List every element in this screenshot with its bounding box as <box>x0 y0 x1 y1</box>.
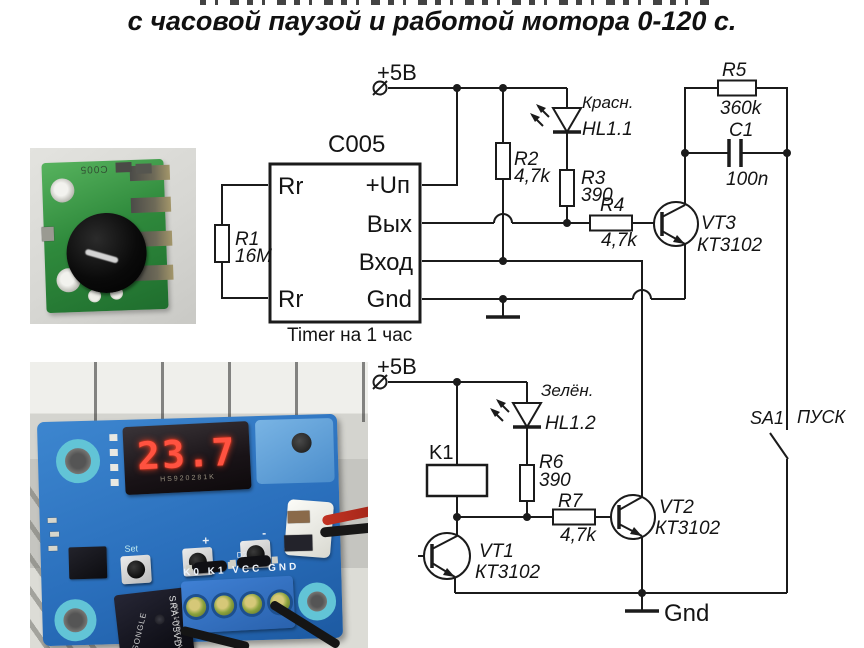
power-label-bottom: +5В <box>377 354 417 379</box>
transistor-vt3 <box>653 201 699 247</box>
r5-val: 360k <box>720 98 763 119</box>
relay-board-photo: 23.7 HS920281K Set + - SONGLE SRA-05VDC-… <box>30 362 368 648</box>
capacitor-c1 <box>727 139 743 167</box>
vt2-ref: VT2 <box>659 497 694 518</box>
transistor-vt2 <box>610 494 656 540</box>
resistor-r6 <box>519 464 535 502</box>
r4-val: 4,7k <box>601 230 638 251</box>
vt2-val: КТ3102 <box>655 518 721 539</box>
r4-ref: R4 <box>600 195 624 216</box>
r5-ref: R5 <box>722 60 747 81</box>
vt3-ref: VT3 <box>701 213 736 234</box>
resistor-r1 <box>214 224 230 263</box>
pin-in: Вход <box>359 249 413 276</box>
vt3-val: КТ3102 <box>697 235 763 256</box>
r2-val: 4,7k <box>514 166 551 187</box>
hl1-2-ref: HL1.2 <box>545 413 596 434</box>
timer-ic-box <box>268 162 422 324</box>
pin-rr-bottom: Rr <box>278 286 303 313</box>
led-hl1-2 <box>490 399 543 429</box>
light-arrow <box>530 113 540 122</box>
r7-ref: R7 <box>558 491 584 512</box>
junction-dots <box>453 84 791 597</box>
pin-out: Вых <box>367 211 412 238</box>
pin-rr-top: Rr <box>278 173 303 200</box>
pin-vcc: +Uп <box>366 172 410 199</box>
clipped-text-fragments <box>200 0 715 5</box>
sa1-label: ПУСК <box>797 407 847 427</box>
c1-val: 100n <box>726 169 768 190</box>
r6-val: 390 <box>539 470 571 491</box>
resistor-r4 <box>589 214 633 232</box>
timer-module-photo: C005 <box>30 148 196 324</box>
c1-ref: C1 <box>729 120 753 141</box>
r1-val: 16M <box>235 246 272 267</box>
ic-caption: Timer на 1 час <box>287 325 412 346</box>
light-arrow <box>490 408 500 417</box>
resistor-r7 <box>552 508 596 526</box>
resistor-r3 <box>559 169 575 207</box>
resistor-r5 <box>717 79 757 97</box>
page-title: с часовой паузой и работой мотора 0-120 … <box>127 6 737 36</box>
r1-ref: R1 <box>235 229 259 250</box>
r6-ref: R6 <box>539 452 564 473</box>
power-terminal-top <box>372 80 388 96</box>
light-arrow <box>536 104 546 113</box>
hl1-1-color-note: Красн. <box>582 93 634 112</box>
sa1-ref: SA1 <box>750 408 784 428</box>
vt1-ref: VT1 <box>479 541 514 562</box>
gnd-label: Gnd <box>664 600 709 627</box>
ic-title: C005 <box>328 131 385 158</box>
background-siding <box>30 362 368 422</box>
hl1-2-color-note: Зелён. <box>541 381 593 400</box>
transistor-vt1 <box>423 532 471 580</box>
light-arrow <box>496 399 506 408</box>
r3-ref: R3 <box>581 168 606 189</box>
pin-gnd: Gnd <box>367 286 412 313</box>
relay-coil-k1 <box>425 463 489 498</box>
power-label-top: +5В <box>377 60 417 85</box>
k1-ref: K1 <box>429 442 453 464</box>
resistor-r2 <box>495 142 511 180</box>
vt1-val: КТ3102 <box>475 562 541 583</box>
r2-ref: R2 <box>514 149 539 170</box>
r7-val: 4,7k <box>560 525 597 546</box>
r3-val: 390 <box>581 185 613 206</box>
led-hl1-1 <box>530 104 583 134</box>
wires <box>221 87 789 611</box>
hl1-1-ref: HL1.1 <box>582 119 633 140</box>
power-terminal-bottom <box>372 374 388 390</box>
